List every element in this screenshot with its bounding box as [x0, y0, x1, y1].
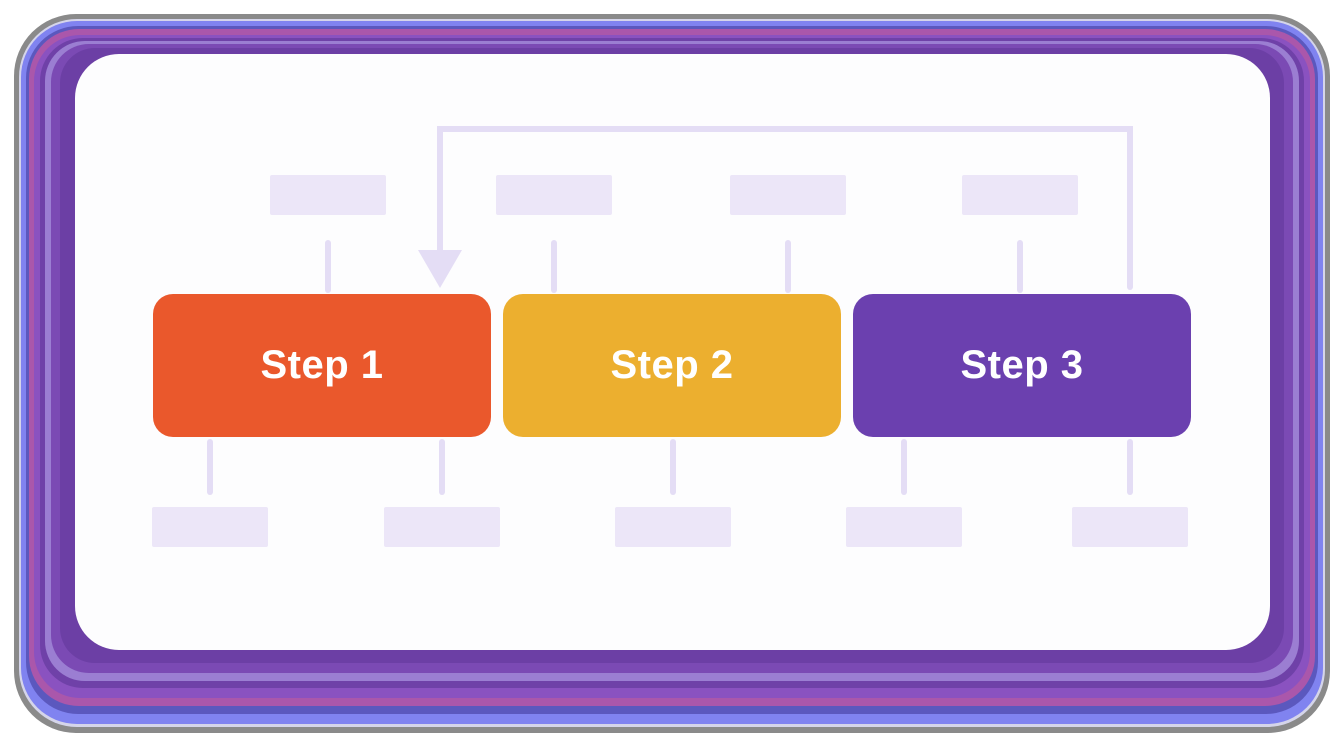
step-2-box[interactable]: Step 2	[503, 294, 841, 437]
connector-stub-bottom-4	[901, 439, 907, 495]
connector-stub-bottom-1	[207, 439, 213, 495]
connector-stub-bottom-2	[439, 439, 445, 495]
placeholder-box-bottom-3	[615, 507, 731, 547]
step-3-box[interactable]: Step 3	[853, 294, 1191, 437]
step-1-label: Step 1	[260, 343, 384, 387]
step-1-box[interactable]: Step 1	[153, 294, 491, 437]
step-3-label: Step 3	[960, 343, 1084, 387]
placeholder-box-top-3	[730, 175, 846, 215]
placeholder-box-bottom-4	[846, 507, 962, 547]
loop-line-horizontal	[437, 126, 1133, 132]
connector-stub-top-1	[325, 240, 331, 293]
placeholder-box-top-4	[962, 175, 1078, 215]
connector-stub-top-2	[551, 240, 557, 293]
placeholder-box-bottom-2	[384, 507, 500, 547]
loop-line-vertical-left	[437, 126, 443, 252]
placeholder-box-top-2	[496, 175, 612, 215]
placeholder-box-bottom-5	[1072, 507, 1188, 547]
placeholder-box-top-1	[270, 175, 386, 215]
connector-stub-top-4	[1017, 240, 1023, 293]
loop-line-vertical-right	[1127, 126, 1133, 290]
placeholder-box-bottom-1	[152, 507, 268, 547]
connector-stub-bottom-5	[1127, 439, 1133, 495]
connector-stub-bottom-3	[670, 439, 676, 495]
step-2-label: Step 2	[610, 343, 734, 387]
connector-stub-top-3	[785, 240, 791, 293]
